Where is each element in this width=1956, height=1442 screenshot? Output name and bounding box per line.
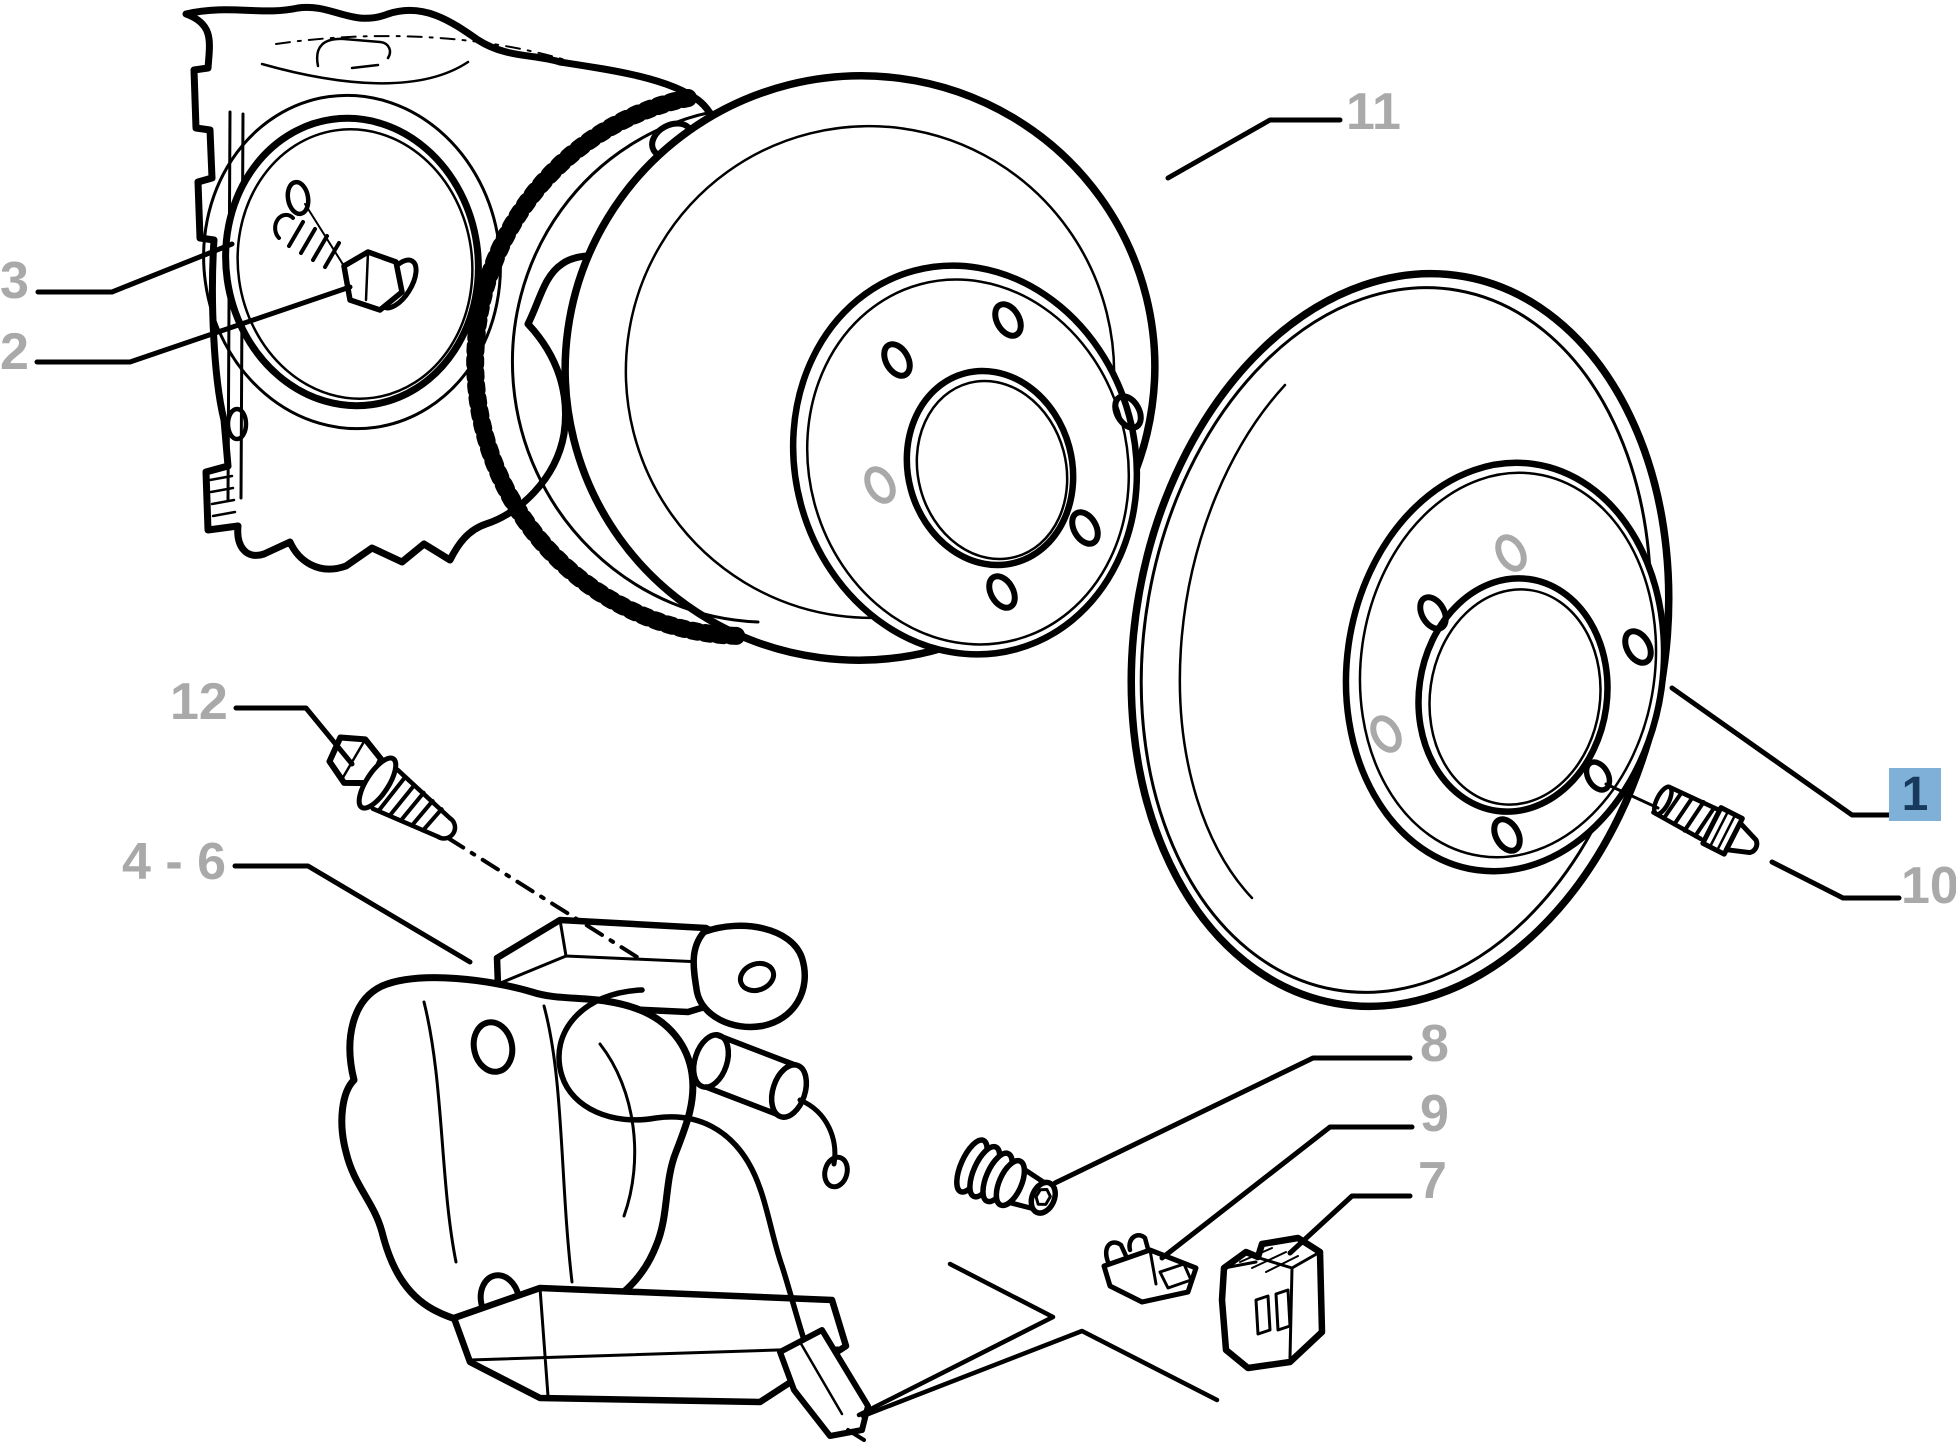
shield-bolt-hole	[285, 179, 311, 217]
screw-cone-tip	[1723, 820, 1760, 856]
assembly-axis-line	[446, 836, 647, 964]
pointer-line-a	[856, 1261, 1056, 1418]
plug-rib	[993, 1157, 1028, 1209]
leader-line-4-6	[232, 863, 473, 965]
bolt-flange	[356, 755, 399, 811]
disc-center-hole-inner	[1428, 588, 1602, 806]
leader-line-8	[1052, 1055, 1413, 1186]
caliper-boss-cylinder	[703, 1032, 798, 1120]
clip-details	[1148, 1248, 1193, 1290]
disc-hub-inner-line	[1358, 471, 1658, 859]
bolt-tip	[435, 815, 458, 841]
wiring-connector	[1218, 1234, 1326, 1372]
callout-7[interactable]: 7	[1418, 1152, 1447, 1210]
caliper-hose-end	[822, 1154, 850, 1190]
bolt-axis-line	[304, 203, 345, 267]
connector-hatch	[1239, 1247, 1299, 1273]
solid-brake-disc	[1127, 269, 1673, 1011]
caliper-boss-cylinder-end	[768, 1062, 810, 1120]
disc-face-arc	[1178, 383, 1287, 900]
shield-bracket-hatch	[208, 474, 237, 518]
callout-1-highlighted[interactable]: 1	[1889, 768, 1941, 821]
brake-caliper	[338, 916, 871, 1442]
caliper-guide-hole	[470, 1019, 516, 1075]
abs-sensor-detail	[798, 1340, 844, 1416]
lug-hole-gray	[1370, 715, 1402, 753]
vented-brake-disc	[466, 72, 1159, 664]
bolt-threads	[376, 775, 444, 833]
lug-hole	[1417, 594, 1449, 632]
leader-line-7	[1287, 1193, 1413, 1256]
leader-line-11	[1165, 117, 1343, 181]
callout-11[interactable]: 11	[1346, 83, 1401, 141]
leader-line-3	[35, 241, 235, 295]
shield-press-line	[260, 60, 470, 85]
caliper-body-contours	[422, 1000, 637, 1284]
bolt-head-facet	[364, 250, 370, 302]
screw-threads	[1662, 790, 1717, 839]
pointer-line-b	[860, 1328, 1220, 1419]
lug-hole	[992, 301, 1024, 339]
disc-rim-inner-line	[510, 110, 760, 624]
lug-hole	[1491, 816, 1523, 854]
caliper-mounting-ear	[690, 922, 809, 1031]
leader-line-12	[233, 705, 355, 767]
leader-line-10	[1769, 859, 1902, 901]
connector-body	[1218, 1234, 1326, 1372]
callout-12[interactable]: 12	[170, 673, 228, 731]
lug-hole	[986, 573, 1018, 611]
caliper-hose-fitting	[797, 1097, 838, 1167]
bolt-tip	[273, 212, 295, 240]
abs-sensor-tip	[846, 1428, 866, 1442]
disc-center-hole	[1415, 575, 1611, 815]
lug-hole	[1622, 628, 1654, 666]
caliper-ear-hole	[737, 960, 777, 994]
shield-top-detail	[275, 35, 601, 73]
shield-small-hole	[225, 406, 249, 442]
connector-slots	[1254, 1288, 1292, 1336]
bolt-threads	[287, 220, 341, 269]
lug-hole	[1112, 393, 1144, 431]
leader-line-9	[1159, 1124, 1415, 1261]
callout-1-label: 1	[1901, 767, 1929, 821]
abs-sensor-wire	[556, 987, 813, 1361]
bolt-head-facet	[341, 738, 367, 779]
shield-emboss	[315, 37, 392, 70]
callout-9[interactable]: 9	[1420, 1085, 1449, 1143]
screw-collar-facets	[1708, 809, 1737, 852]
retaining-clip	[1101, 1232, 1199, 1305]
callout-4-6[interactable]: 4 - 6	[122, 833, 227, 891]
caliper-top-boss-edges	[496, 918, 762, 986]
callout-3[interactable]: 3	[0, 252, 29, 310]
lug-hole	[881, 341, 913, 379]
disc-vent-hatch	[466, 89, 749, 645]
lug-hole-gray	[1495, 534, 1527, 572]
leader-line-1	[1669, 685, 1892, 818]
screw-hole	[1583, 759, 1613, 793]
lug-hole-gray	[864, 466, 896, 504]
screw-shank	[1651, 785, 1722, 842]
clip-tabs	[1103, 1232, 1151, 1265]
shield-opening-inner-edge	[236, 128, 474, 400]
lug-hole	[1069, 509, 1101, 547]
disc-center-hole	[903, 367, 1077, 569]
disc-center-hole-inner	[915, 379, 1069, 561]
plug-hex-socket	[1034, 1188, 1052, 1206]
callout-2[interactable]: 2	[0, 323, 29, 381]
bolt-head	[341, 249, 405, 313]
leader-line-2	[34, 284, 353, 365]
plug	[954, 1137, 1058, 1216]
shield-bolt	[273, 203, 419, 313]
disc-fixing-screw	[1651, 784, 1760, 857]
screw-axis-line	[1604, 782, 1660, 810]
caliper-bottom-bracket-edges	[468, 1286, 840, 1398]
caliper-body	[338, 974, 697, 1332]
callout-10[interactable]: 10	[1901, 857, 1956, 915]
callout-8[interactable]: 8	[1420, 1015, 1449, 1073]
